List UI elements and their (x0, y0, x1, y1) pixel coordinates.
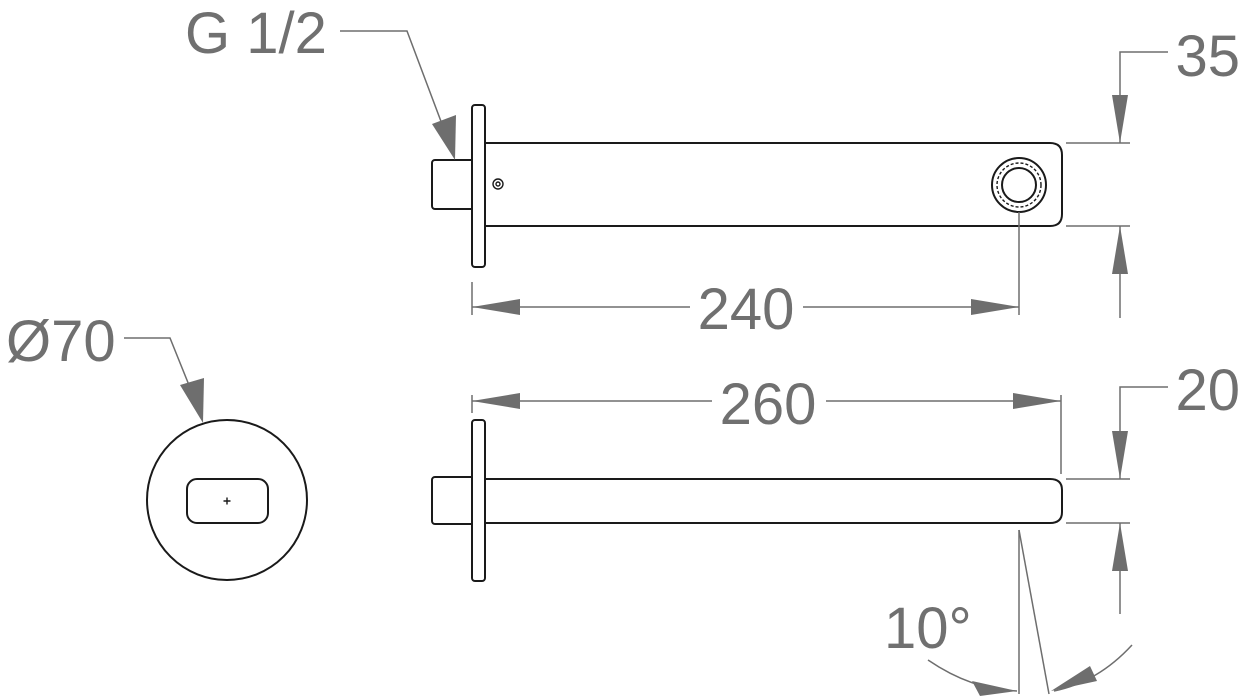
side-view-spout-body (484, 478, 1063, 524)
side-view-wall-flange (471, 419, 486, 582)
dimension-260: 260 (471, 372, 1062, 474)
side-view (431, 419, 1063, 582)
dimension-240: 240 (471, 212, 1020, 342)
height-20-label: 20 (1175, 358, 1240, 423)
diameter-leader: Ø70 (6, 309, 204, 423)
thread-label: G 1/2 (185, 1, 327, 66)
length-240-label: 240 (698, 277, 795, 342)
height-35-label: 35 (1175, 24, 1240, 89)
top-view (431, 104, 1063, 268)
dimension-35: 35 (1066, 24, 1240, 318)
front-view (146, 419, 308, 581)
front-view-center-mark (223, 497, 231, 505)
top-view-wall-flange (471, 104, 486, 268)
thread-leader: G 1/2 (185, 1, 456, 160)
angle-10-label: 10° (884, 596, 972, 661)
top-view-grub-screw (492, 178, 504, 190)
top-view-screw-hole (495, 181, 501, 187)
top-view-inlet-connector (431, 159, 475, 210)
top-view-spout-body (484, 142, 1063, 227)
length-260-label: 260 (720, 372, 817, 437)
angle-10-dimension: 10° (884, 529, 1133, 696)
diameter-70-label: Ø70 (6, 309, 116, 374)
top-view-aerator-outlet (991, 157, 1047, 213)
side-view-inlet-connector (431, 476, 475, 525)
dimension-20: 20 (1066, 358, 1240, 614)
